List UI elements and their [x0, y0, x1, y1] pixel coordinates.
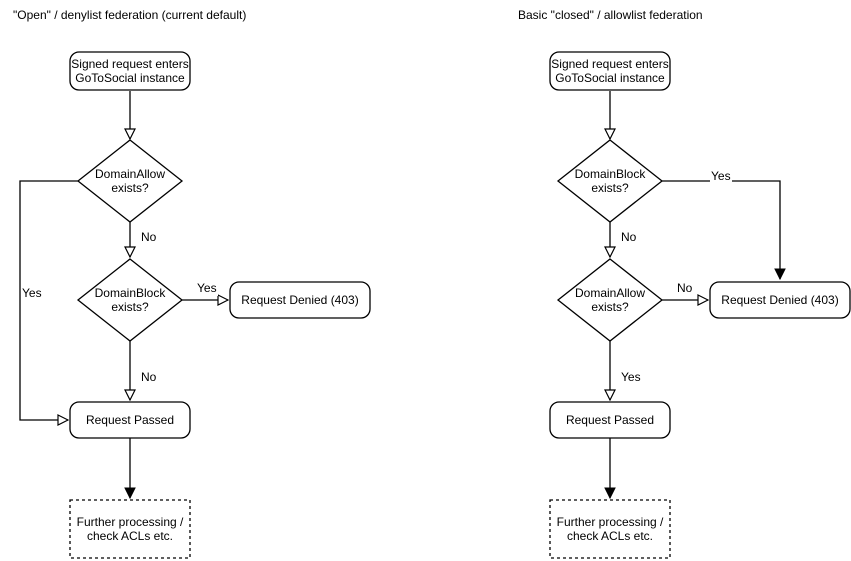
left-flowchart [19, 51, 371, 559]
decision-domainblock-shape-right [556, 139, 664, 223]
further-node-label-right: Further processing / check ACLs etc. [556, 514, 664, 543]
denied-node-shape-right [709, 281, 851, 319]
edge-label-yes-domainallow-left: Yes [21, 286, 43, 301]
start-node-shape-left [69, 51, 191, 91]
decision-domainallow-shape-right [556, 258, 664, 342]
further-node-shape-right [549, 499, 671, 559]
start-node-shape-right [549, 51, 671, 91]
start-node-label-left: Signed request enters GoToSocial instanc… [71, 56, 189, 85]
further-node-shape-left [69, 499, 191, 559]
right-flowchart [549, 51, 851, 559]
start-node-label-right: Signed request enters GoToSocial instanc… [551, 56, 669, 85]
edge-label-yes-domainblock-left: Yes [196, 281, 218, 296]
right-chart-title: Basic "closed" / allowlist federation [518, 8, 703, 22]
denied-node-label-right: Request Denied (403) [721, 292, 839, 307]
edge-label-no-domainallow-left: No [140, 230, 158, 245]
edge-domainblock-yes-right [662, 180, 780, 279]
edge-label-yes-domainblock-right: Yes [710, 169, 732, 184]
passed-node-label-right: Request Passed [565, 412, 655, 427]
decision-domainblock-shape-left [76, 258, 184, 342]
decision-domainblock-label-right: DomainBlock exists? [574, 166, 646, 195]
decision-domainallow-label-left: DomainAllow exists? [94, 166, 166, 195]
edge-label-no-domainblock-left: No [140, 370, 158, 385]
decision-domainallow-label-right: DomainAllow exists? [574, 285, 646, 314]
denied-node-shape-left [229, 281, 371, 319]
denied-node-label-left: Request Denied (403) [241, 292, 359, 307]
decision-domainallow-shape-left [76, 139, 184, 223]
passed-node-shape-right [549, 401, 671, 439]
edge-label-no-domainblock-right: No [620, 230, 638, 245]
edge-domainallow-yes-left [19, 180, 78, 420]
edge-label-yes-domainallow-right: Yes [620, 370, 642, 385]
edge-label-no-domainallow-right: No [676, 281, 694, 296]
passed-node-label-left: Request Passed [85, 412, 175, 427]
passed-node-shape-left [69, 401, 191, 439]
decision-domainblock-label-left: DomainBlock exists? [94, 285, 166, 314]
left-chart-title: "Open" / denylist federation (current de… [13, 8, 247, 22]
further-node-label-left: Further processing / check ACLs etc. [76, 514, 184, 543]
